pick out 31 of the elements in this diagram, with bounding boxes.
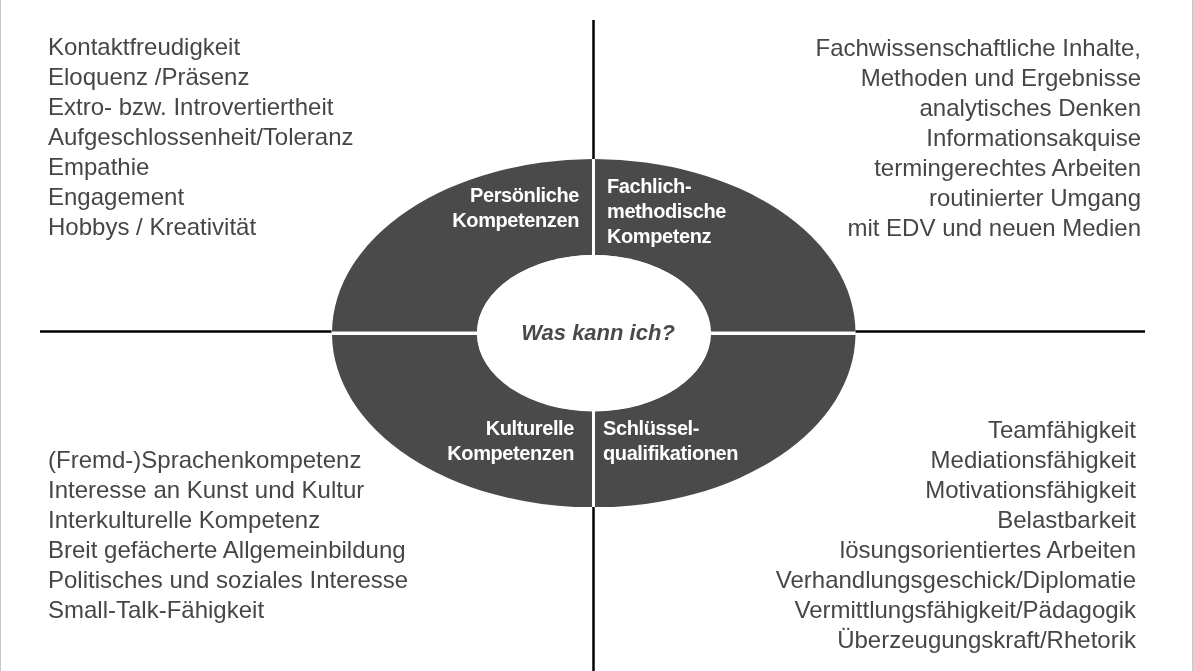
list-item: Interesse an Kunst und Kultur [48,475,365,505]
list-item: Engagement [48,182,185,212]
list-item: Hobbys / Kreativität [48,212,257,242]
list-item: Motivationsfähigkeit [925,475,1136,505]
segment-label: Fachlich- methodische Kompetenz [607,174,726,249]
list-item: Belastbarkeit [997,505,1136,535]
segment-label: Schlüssel- qualifikationen [603,416,739,466]
list-item: Small-Talk-Fähigkeit [48,595,265,625]
list-item: Informationsakquise [926,123,1141,153]
list-item: Breit gefächerte Allgemeinbildung [48,535,406,565]
list-item: (Fremd-)Sprachenkompetenz [48,445,362,475]
list-item: Extro- bzw. Introvertiertheit [48,92,334,122]
list-item: Verhandlungsgeschick/Diplomatie [775,565,1136,595]
list-item: Interkulturelle Kompetenz [48,505,321,535]
list-item: Kontaktfreudigkeit [48,32,241,62]
list-item: lösungsorientiertes Arbeiten [839,535,1136,565]
list-item: Aufgeschlossenheit/Toleranz [48,122,354,152]
center-question: Was kann ich? [521,320,675,346]
list-item: Eloquenz /Präsenz [48,62,250,92]
list-item: Vermittlungsfähigkeit/Pädagogik [794,595,1136,625]
list-item: Politisches und soziales Interesse [48,565,409,595]
list-item: Mediationsfähigkeit [930,445,1136,475]
segment-label: Persönliche Kompetenzen [452,183,579,233]
list-item: analytisches Denken [919,93,1141,123]
segment-label: Kulturelle Kompetenzen [447,416,574,466]
list-item: Überzeugungskraft/Rhetorik [837,625,1136,655]
list-item: routinierter Umgang mit EDV und neuen Medien [847,183,1141,243]
list-item: Empathie [48,152,150,182]
center-ellipse [476,255,711,411]
list-item: Teamfähigkeit [987,415,1136,445]
list-item: termingerechtes Arbeiten [874,153,1141,183]
